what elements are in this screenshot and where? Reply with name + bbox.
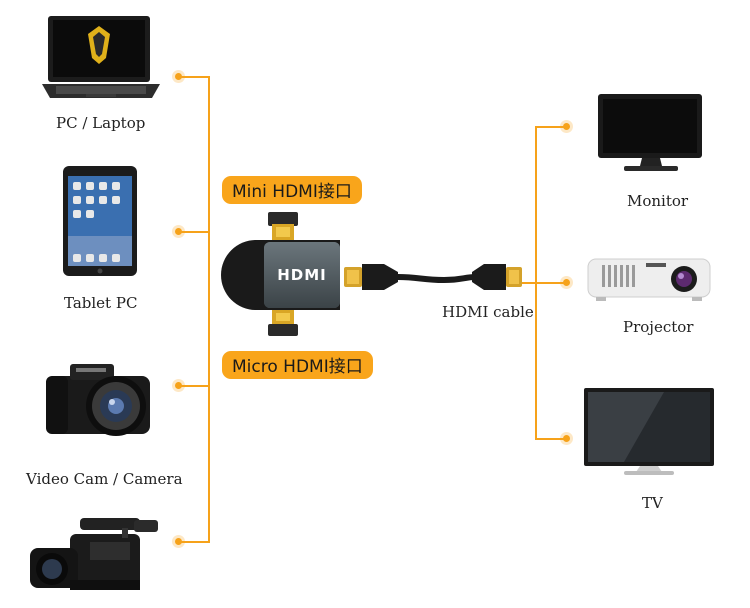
cable-to-bracket-line: [512, 282, 536, 284]
connector-dot-laptop: [175, 73, 182, 80]
device-label-tv: TV: [642, 494, 663, 512]
connector-dot-monitor: [563, 123, 570, 130]
right-branch-monitor: [535, 126, 565, 128]
left-branch-camcorder: [180, 541, 210, 543]
hdmi-cable-icon: [344, 264, 522, 290]
tv-icon: [584, 388, 714, 475]
device-label-camera: Video Cam / Camera: [26, 470, 183, 488]
connector-dot-projector: [563, 279, 570, 286]
device-label-projector: Projector: [623, 318, 694, 336]
adapter-body-text: HDMI: [277, 266, 327, 284]
connector-dot-tablet: [175, 228, 182, 235]
connector-dot-camera: [175, 382, 182, 389]
left-branch-tablet: [180, 231, 210, 233]
device-label-monitor: Monitor: [627, 192, 689, 210]
hdmi-cable-label: HDMI cable: [442, 303, 534, 321]
left-branch-laptop: [180, 76, 210, 78]
monitor-icon: [598, 94, 702, 171]
laptop-icon: [42, 16, 160, 98]
left-branch-camera: [180, 385, 210, 387]
left-bracket-line: [208, 76, 210, 542]
tablet-icon: [63, 166, 137, 276]
mini-hdmi-label: Mini HDMI接口: [222, 176, 362, 204]
connector-dot-camcorder: [175, 538, 182, 545]
projector-icon: [587, 258, 711, 301]
connector-dot-tv: [563, 435, 570, 442]
micro-hdmi-label: Micro HDMI接口: [222, 351, 373, 379]
hdmi-adapter-icon: [221, 212, 340, 336]
camcorder-icon: [30, 518, 158, 590]
right-branch-projector: [535, 282, 565, 284]
right-branch-tv: [535, 438, 565, 440]
device-label-laptop: PC / Laptop: [56, 114, 146, 132]
camera-icon: [46, 364, 150, 436]
device-label-tablet: Tablet PC: [64, 294, 138, 312]
